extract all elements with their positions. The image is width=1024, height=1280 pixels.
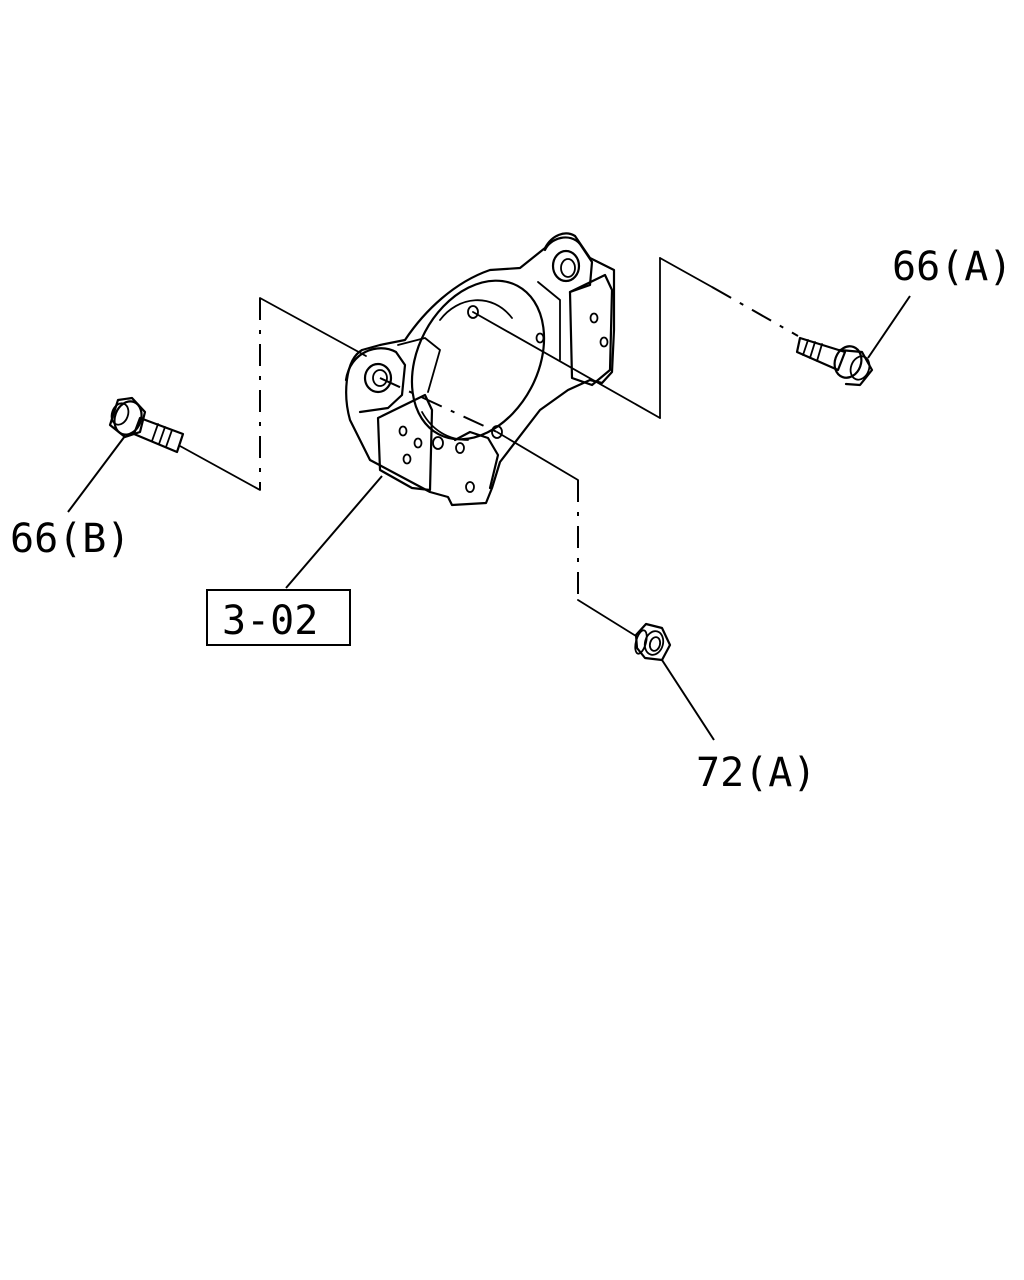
label-66a: 66(A): [892, 244, 1012, 290]
label-72a: 72(A): [696, 750, 816, 796]
nut-72a: [634, 622, 672, 662]
assembly-lines: [179, 257, 799, 637]
leader-lines: [67, 295, 911, 741]
bolt-66a: [795, 336, 874, 387]
label-66b: 66(B): [10, 516, 130, 562]
bracket-housing: [344, 232, 616, 507]
reference-label: 3-02: [222, 598, 318, 644]
bolt-66b: [108, 396, 185, 454]
reference-box: 3-02: [206, 589, 351, 646]
